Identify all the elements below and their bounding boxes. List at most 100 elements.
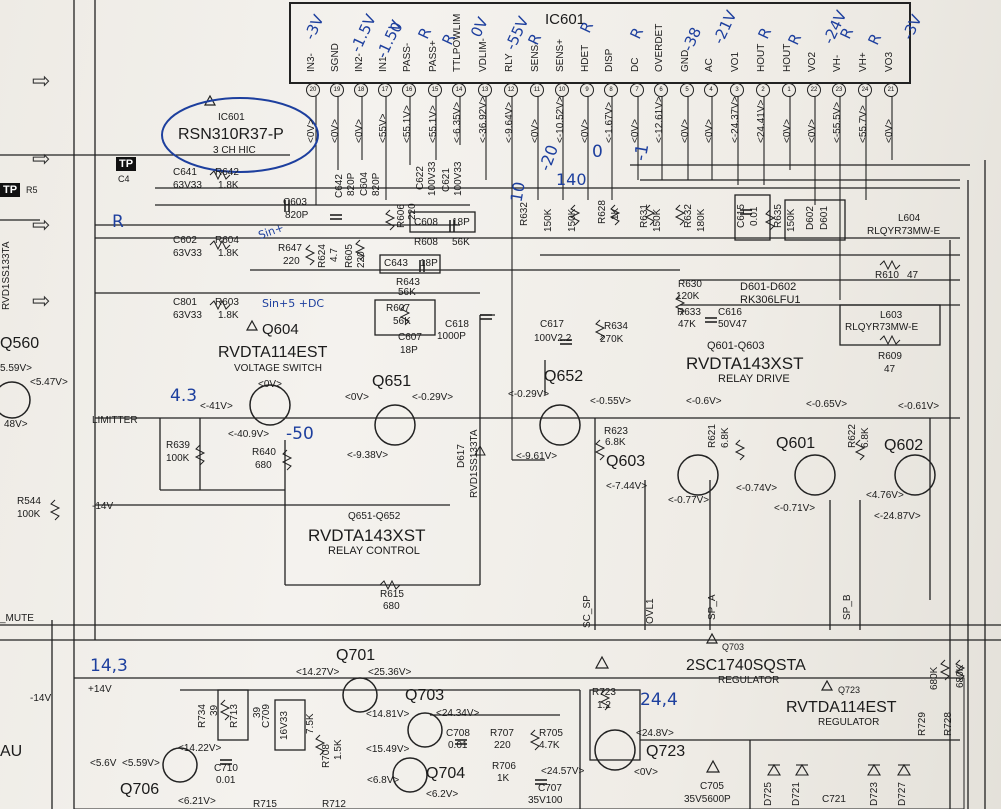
- c709-value: 16V33: [279, 711, 290, 740]
- r622-value: 6.8K: [860, 427, 871, 448]
- r706-label: R706: [492, 761, 516, 772]
- q701-ref: Q701: [336, 647, 376, 664]
- ic601-pin-number: 2: [756, 83, 770, 97]
- net-plus14v: +14V: [88, 684, 112, 695]
- handwritten-zero: 0: [592, 142, 603, 162]
- r639-label: R639: [166, 440, 190, 451]
- ic601-pin-voltage: <0V>: [354, 119, 365, 143]
- q601-603-desc: RELAY DRIVE: [718, 373, 790, 385]
- r705-value: 4.7K: [539, 740, 560, 751]
- q706-v-b: <5.6V: [90, 758, 117, 769]
- q651-ref: Q651: [372, 373, 412, 390]
- c616-label: C616: [718, 307, 742, 318]
- ic601-pin-name: VO3: [884, 51, 895, 72]
- q602-v-a: <-0.65V>: [806, 399, 848, 410]
- r734-label: R734: [197, 704, 208, 728]
- ic601-pin-name: IN2-: [354, 53, 365, 72]
- q560-ref: Q560: [0, 335, 40, 352]
- c641-value: 63V33: [173, 180, 202, 191]
- ic601-pin-number: 6: [654, 83, 668, 97]
- ic601-pin-name: RLY: [504, 53, 515, 72]
- q703-reg-desc: REGULATOR: [718, 675, 780, 686]
- ic601-pin-name: VH+: [858, 52, 869, 72]
- ic601-pin-voltage: <-24.37V>: [730, 96, 741, 143]
- r634-label: R634: [604, 321, 628, 332]
- ic601-pin-name: OVERDET: [654, 23, 665, 72]
- d601-602-part: RK306LFU1: [740, 294, 801, 306]
- ic601-pin-number: 11: [530, 83, 544, 97]
- d617-label: D617: [456, 444, 467, 468]
- ic601-pin-name: VO1: [730, 51, 741, 72]
- c618-value: 1000P: [437, 331, 466, 342]
- r729-value: 680K: [929, 666, 940, 690]
- r631-value: 150K: [652, 208, 663, 232]
- q703-v-c: <15.49V>: [366, 744, 410, 755]
- ic601-pin-name: AC: [704, 58, 715, 72]
- r608-label: R608: [414, 237, 438, 248]
- r633-value: 47K: [678, 319, 696, 330]
- q651-652-ref: Q651-Q652: [348, 511, 401, 522]
- ic601-pin-voltage: <0V>: [330, 119, 341, 143]
- q601-v-c: <-0.71V>: [774, 503, 816, 514]
- q560-v-c: 48V>: [4, 419, 28, 430]
- r643-label: R643: [396, 277, 420, 288]
- r712-label: R712: [322, 799, 346, 809]
- q652-v-b: <-0.55V>: [590, 396, 632, 407]
- c603-label: C603: [283, 197, 307, 208]
- r-7-5k-value: 7.5K: [305, 713, 316, 734]
- r624-value: 4.7: [329, 248, 340, 262]
- c705-value: 35V5600P: [684, 794, 731, 805]
- q652-ref: Q652: [544, 368, 584, 385]
- c721-label: C721: [822, 794, 846, 805]
- r632-value-b: 150K: [567, 208, 578, 232]
- r729-label: R729: [917, 712, 928, 736]
- ic601-pin-number: 9: [580, 83, 594, 97]
- c617-label: C617: [540, 319, 564, 330]
- r707-value: 220: [494, 740, 511, 751]
- r734-value: 39: [209, 704, 220, 716]
- c709-label: C709: [261, 704, 272, 728]
- r621-value: 6.8K: [720, 427, 731, 448]
- q723-reg-ref: Q723: [838, 685, 861, 695]
- q706-v-d: <6.21V>: [178, 796, 216, 807]
- r635-label: R635: [773, 204, 784, 228]
- ic601-pin-number: 15: [428, 83, 442, 97]
- q651-v-b: <-0.29V>: [412, 392, 454, 403]
- r632b-value: 180K: [696, 208, 707, 232]
- r635-value: 150K: [786, 208, 797, 232]
- q723-ref: Q723: [646, 743, 686, 760]
- c604-value: 820P: [371, 172, 382, 196]
- r622-label: R622: [847, 424, 858, 448]
- c617-value: 100V2.2: [534, 333, 572, 344]
- d601-label: D601: [819, 206, 830, 230]
- r603-value: 1.8K: [218, 310, 239, 321]
- q703-reg-ref: Q703: [722, 642, 745, 652]
- q651-652-part: RVDTA143XST: [308, 526, 426, 545]
- r615-value: 680: [383, 601, 400, 612]
- net-ovl1: OVL1: [645, 598, 656, 624]
- q723-v-b: <24.57V>: [541, 766, 585, 777]
- ic601-pin-name: HOUT: [782, 43, 793, 72]
- r603-label: R603: [215, 297, 239, 308]
- r705-label: R705: [539, 728, 563, 739]
- c4-label: C4: [118, 174, 130, 184]
- ic601-pin-name: SENS+: [555, 38, 566, 72]
- input-arrow-icon: ⇨: [32, 288, 51, 313]
- r605-value: 220: [356, 251, 367, 268]
- r608-value: 56K: [452, 237, 470, 248]
- q723-reg-desc: REGULATOR: [818, 717, 880, 728]
- net-au: AU: [0, 743, 23, 760]
- r707-label: R707: [490, 728, 514, 739]
- c618-label: C618: [445, 319, 469, 330]
- c641-label: C641: [173, 167, 197, 178]
- r615-label: R615: [380, 589, 404, 600]
- c608-label: C608: [414, 217, 438, 228]
- c615-value: 0.01: [749, 206, 760, 226]
- q703-ref: Q703: [405, 687, 445, 704]
- ic601-pin-name: GND: [680, 49, 691, 72]
- c642-label: C642: [334, 174, 345, 198]
- r610-value: 47: [907, 270, 919, 281]
- r632b-label: R632: [683, 204, 694, 228]
